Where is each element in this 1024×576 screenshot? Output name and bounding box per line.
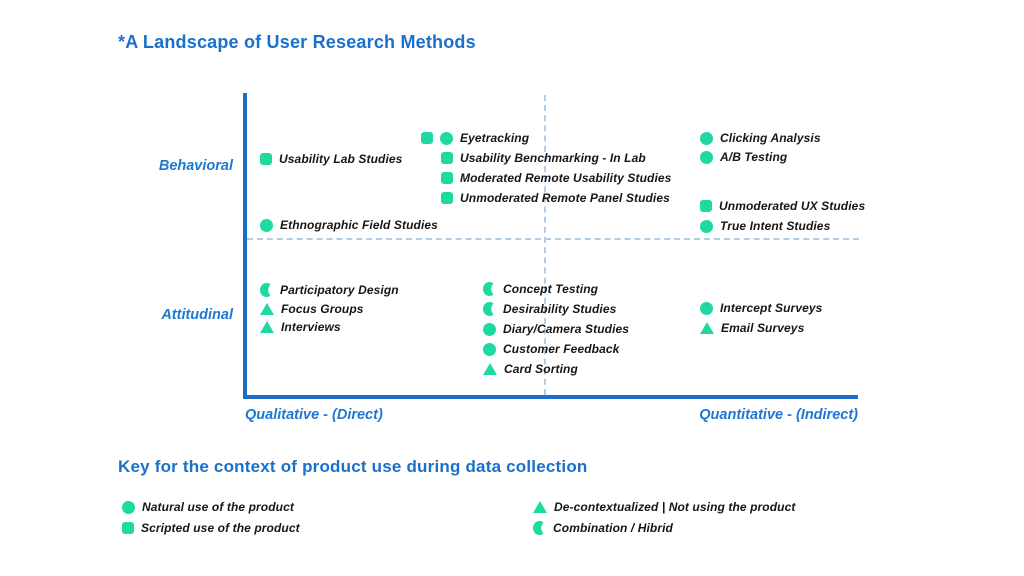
item-label: Email Surveys [721,321,805,335]
circle-marker-icon [700,150,713,164]
key-item: De-contextualized | Not using the produc… [533,499,795,515]
item-label: Eyetracking [460,131,530,145]
y-axis-line [243,93,247,399]
item-label: Interviews [281,320,341,334]
circle-marker-icon [700,219,713,233]
key-title: Key for the context of product use durin… [118,457,588,476]
triangle-marker-icon [483,363,497,375]
item-label: Concept Testing [503,282,599,296]
method-item: Ethnographic Field Studies [260,217,438,233]
item-label: Unmoderated Remote Panel Studies [460,191,670,205]
square-marker-icon [441,192,453,204]
x-axis-label-quantitative: Quantitative - (Indirect) [699,407,858,423]
circle-marker-icon [700,131,713,145]
item-label: Unmoderated UX Studies [719,199,866,213]
combo-marker-icon [483,302,496,316]
circle-marker-icon [122,500,135,514]
y-axis-label-attitudinal: Attitudinal [161,307,233,323]
x-axis-label-qualitative: Qualitative - (Direct) [245,407,383,423]
triangle-marker-icon [700,322,714,334]
item-label: Diary/Camera Studies [503,322,630,336]
circle-marker-icon [260,218,273,232]
item-label: Clicking Analysis [720,131,821,145]
method-item: Email Surveys [700,320,804,336]
combo-marker-icon [533,521,546,535]
item-label: Customer Feedback [503,342,620,356]
square-marker-icon [700,200,712,212]
x-axis-line [243,395,858,399]
item-label: Scripted use of the product [141,521,300,535]
method-item: Customer Feedback [483,341,619,357]
method-item: Interviews [260,319,341,335]
key-item: Combination / Hibrid [533,520,673,536]
item-label: Ethnographic Field Studies [280,218,438,232]
square-marker-icon [421,132,433,144]
item-label: Moderated Remote Usability Studies [460,171,672,185]
method-item: Focus Groups [260,301,364,317]
item-label: Natural use of the product [142,500,294,514]
item-label: Focus Groups [281,302,364,316]
method-item: Unmoderated UX Studies [700,198,865,214]
method-item: Clicking Analysis [700,130,821,146]
circle-marker-icon [483,322,496,336]
item-label: Participatory Design [280,283,399,297]
item-label: A/B Testing [720,150,788,164]
item-label: True Intent Studies [720,219,831,233]
square-marker-icon [441,172,453,184]
triangle-marker-icon [260,303,274,315]
item-label: Desirability Studies [503,302,617,316]
method-item: Moderated Remote Usability Studies [441,170,671,186]
horizontal-divider-dashed-line [247,238,859,240]
circle-marker-icon [700,301,713,315]
square-marker-icon [122,522,134,534]
method-item: Concept Testing [483,281,598,297]
item-label: Card Sorting [504,362,578,376]
page-title: *A Landscape of User Research Methods [118,32,476,52]
method-item: Intercept Surveys [700,300,822,316]
y-axis-label-behavioral: Behavioral [158,158,233,174]
item-label: Intercept Surveys [720,301,823,315]
method-item: Usability Benchmarking - In Lab [441,150,646,166]
key-item: Natural use of the product [122,499,294,515]
item-label: De-contextualized | Not using the produc… [554,500,796,514]
method-item: Desirability Studies [483,301,616,317]
circle-marker-icon [483,342,496,356]
method-item: Diary/Camera Studies [483,321,629,337]
combo-marker-icon [260,283,273,297]
square-marker-icon [260,153,272,165]
method-item: Eyetracking [421,130,529,146]
method-item: Usability Lab Studies [260,151,402,167]
method-item: A/B Testing [700,149,787,165]
key-item: Scripted use of the product [122,520,300,536]
item-label: Combination / Hibrid [553,521,673,535]
triangle-marker-icon [260,321,274,333]
method-item: Unmoderated Remote Panel Studies [441,190,670,206]
method-item: Card Sorting [483,361,578,377]
vertical-divider-dashed-line [544,95,546,395]
triangle-marker-icon [533,501,547,513]
combo-marker-icon [483,282,496,296]
method-item: True Intent Studies [700,218,830,234]
item-label: Usability Benchmarking - In Lab [460,151,646,165]
method-item: Participatory Design [260,282,399,298]
square-marker-icon [441,152,453,164]
circle-marker-icon [440,131,453,145]
item-label: Usability Lab Studies [279,152,403,166]
